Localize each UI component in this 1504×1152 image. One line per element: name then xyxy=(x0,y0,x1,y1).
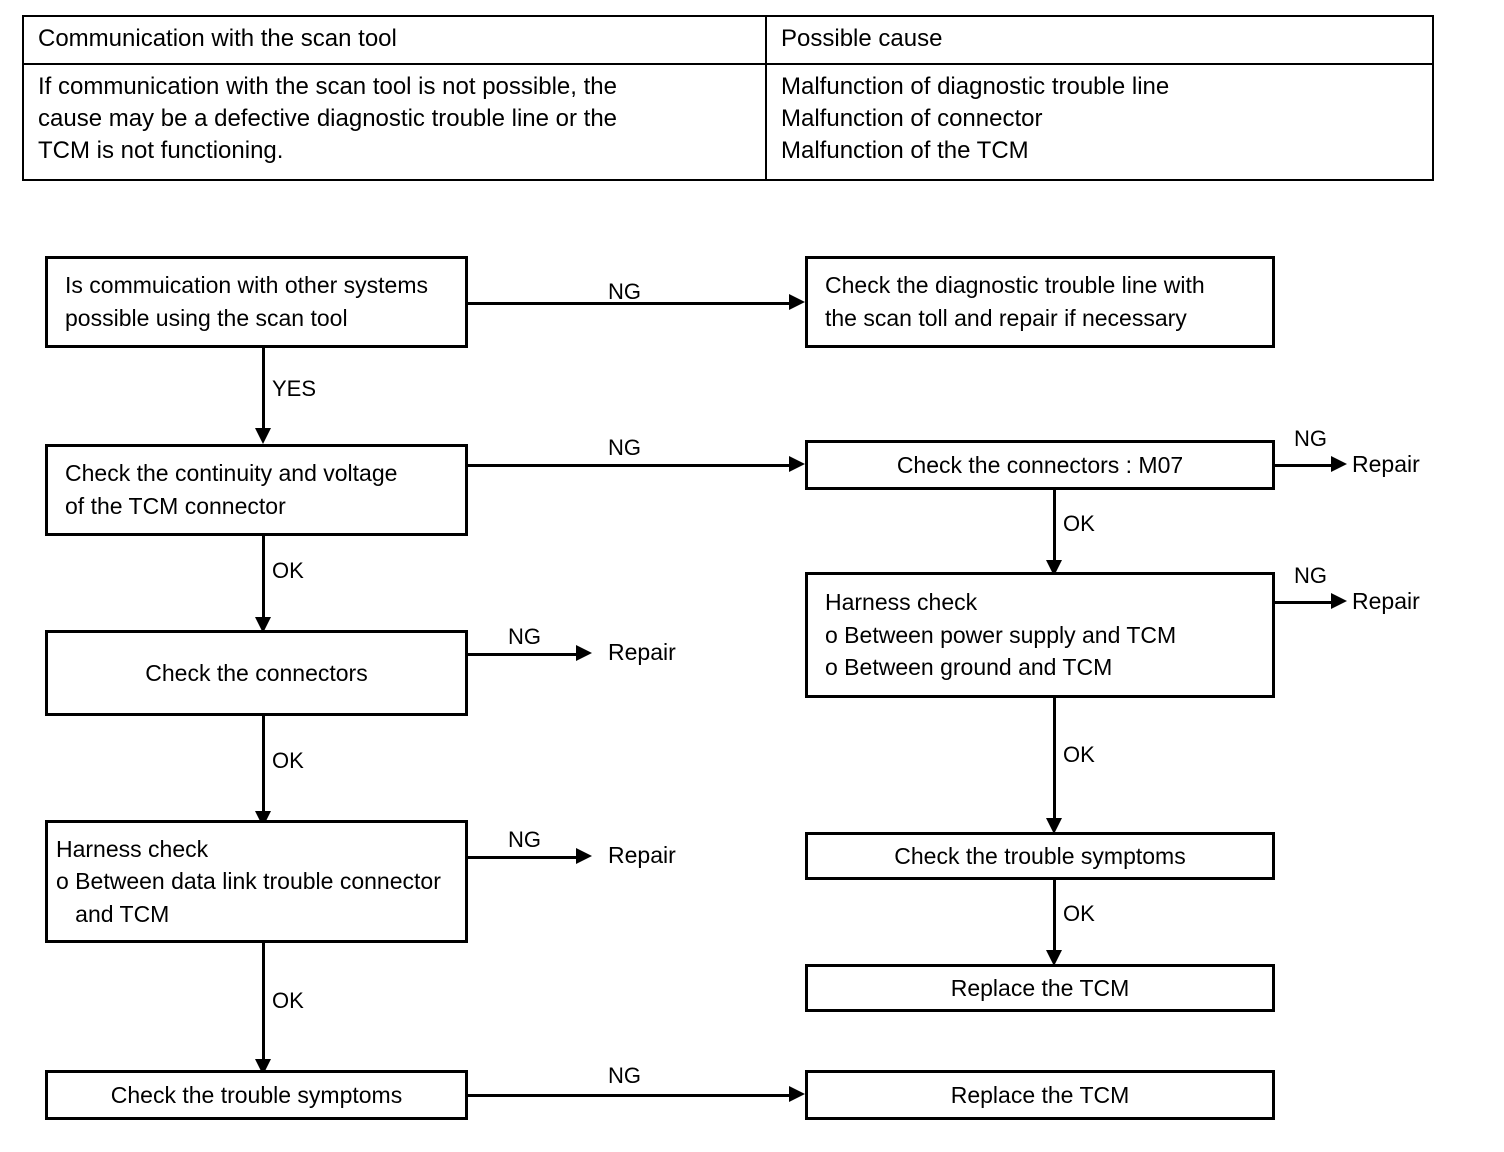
node-check-connectors: Check the connectors xyxy=(45,630,468,716)
edge-n6-to-repair-arrowhead xyxy=(1331,593,1347,609)
node-9-line-1: Replace the TCM xyxy=(950,974,1130,1001)
edge-label-n6-ng: NG xyxy=(1294,563,1327,588)
node-replace-tcm-right-upper: Replace the TCM xyxy=(805,964,1275,1012)
edge-label-n7-ok: OK xyxy=(272,988,304,1013)
node-check-trouble-symptoms-right: Check the trouble symptoms xyxy=(805,832,1275,880)
edge-n4-to-repair-line xyxy=(1275,464,1341,467)
terminal-repair-left-connectors: Repair xyxy=(608,639,676,665)
node-1-line-1: Is commuication with other systems xyxy=(65,272,429,299)
edge-n10-to-n11-arrowhead xyxy=(789,1086,805,1102)
node-check-continuity-voltage-tcm-connector: Check the continuity and voltage of the … xyxy=(45,444,468,536)
node-5-line-1: Check the connectors xyxy=(145,659,368,686)
edge-label-n10-ng: NG xyxy=(608,1063,641,1088)
edge-n5-to-n7-line xyxy=(262,716,265,815)
node-replace-tcm-bottom: Replace the TCM xyxy=(805,1070,1275,1120)
node-harness-check-data-link: Harness check o Between data link troubl… xyxy=(45,820,468,943)
edge-label-n5-ng: NG xyxy=(508,624,541,649)
symptom-cause-table: Communication with the scan tool Possibl… xyxy=(22,15,1434,181)
edge-label-n1-yes: YES xyxy=(272,376,317,401)
edge-label-n3-ng: NG xyxy=(608,435,641,460)
cause-item-2: Malfunction of connector xyxy=(781,104,1043,132)
edge-label-n3-ok: OK xyxy=(272,558,304,583)
node-3-line-2: of the TCM connector xyxy=(65,493,286,519)
edge-label-n8-ok: OK xyxy=(1063,901,1095,926)
node-2-line-1: Check the diagnostic trouble line with xyxy=(825,272,1205,299)
edge-n7-to-repair-line xyxy=(468,856,586,859)
edge-n3-to-n4-line xyxy=(468,464,789,467)
edge-n6-to-n8-arrowhead xyxy=(1046,818,1062,834)
node-1-line-2: possible using the scan tool xyxy=(65,305,348,331)
edge-n10-to-n11-line xyxy=(468,1094,789,1097)
node-2-line-2: the scan toll and repair if necessary xyxy=(825,305,1187,331)
table-body-row: If communication with the scan tool is n… xyxy=(22,62,1434,181)
edge-n5-to-repair-line xyxy=(468,653,586,656)
table-cell-symptom-description: If communication with the scan tool is n… xyxy=(22,62,767,181)
table-cell-possible-causes: Malfunction of diagnostic trouble line M… xyxy=(765,62,1434,181)
node-7-line-2: o Between data link trouble connector xyxy=(56,868,441,895)
node-6-line-3: o Between ground and TCM xyxy=(825,654,1113,681)
edge-n1-to-n3-arrowhead xyxy=(255,428,271,444)
table-header-possible-cause: Possible cause xyxy=(765,15,1434,65)
symptom-line-1: If communication with the scan tool is n… xyxy=(38,72,617,100)
symptom-line-2: cause may be a defective diagnostic trou… xyxy=(38,104,618,132)
edge-n3-to-n5-arrowhead xyxy=(255,617,271,633)
edge-n4-to-n6-line xyxy=(1053,490,1056,564)
edge-n1-to-n3-line xyxy=(262,348,265,432)
edge-n6-to-n8-line xyxy=(1053,698,1056,822)
node-check-connectors-m07: Check the connectors : M07 xyxy=(805,440,1275,490)
edge-n7-to-repair-arrowhead xyxy=(576,848,592,864)
edge-label-n7-ng: NG xyxy=(508,827,541,852)
node-6-line-2: o Between power supply and TCM xyxy=(825,621,1177,648)
node-6-line-1: Harness check xyxy=(825,589,978,616)
edge-label-n1-ng: NG xyxy=(608,279,641,304)
edge-label-n6-ok: OK xyxy=(1063,742,1095,767)
cause-item-1: Malfunction of diagnostic trouble line xyxy=(781,72,1170,100)
node-10-line-1: Check the trouble symptoms xyxy=(110,1081,403,1108)
edge-n3-to-n4-arrowhead xyxy=(789,456,805,472)
node-3-line-1: Check the continuity and voltage xyxy=(65,460,398,487)
node-check-diagnostic-trouble-line: Check the diagnostic trouble line with t… xyxy=(805,256,1275,348)
cause-item-3: Malfunction of the TCM xyxy=(781,136,1029,164)
edge-n1-to-n2-arrowhead xyxy=(789,294,805,310)
edge-n7-to-n10-line xyxy=(262,943,265,1063)
node-7-line-3: and TCM xyxy=(56,900,170,927)
edge-label-n4-ng: NG xyxy=(1294,426,1327,451)
node-harness-check-power-ground: Harness check o Between power supply and… xyxy=(805,572,1275,698)
node-11-line-1: Replace the TCM xyxy=(950,1081,1130,1108)
symptom-line-3: TCM is not functioning. xyxy=(38,136,284,164)
node-8-line-1: Check the trouble symptoms xyxy=(894,842,1186,869)
terminal-repair-right-connectors: Repair xyxy=(1352,451,1420,477)
node-check-trouble-symptoms-left: Check the trouble symptoms xyxy=(45,1070,468,1120)
edge-label-n4-ok: OK xyxy=(1063,511,1095,536)
terminal-repair-left-harness: Repair xyxy=(608,842,676,868)
edge-n6-to-repair-line xyxy=(1275,601,1341,604)
node-7-line-1: Harness check xyxy=(56,835,209,862)
terminal-repair-right-harness: Repair xyxy=(1352,588,1420,614)
node-4-line-1: Check the connectors : M07 xyxy=(896,451,1184,478)
edge-n8-to-n9-line xyxy=(1053,880,1056,954)
node-is-communication-possible: Is commuication with other systems possi… xyxy=(45,256,468,348)
edge-n4-to-repair-arrowhead xyxy=(1331,456,1347,472)
edge-n5-to-repair-arrowhead xyxy=(576,645,592,661)
edge-n8-to-n9-arrowhead xyxy=(1046,950,1062,966)
edge-n3-to-n5-line xyxy=(262,536,265,621)
table-header-row: Communication with the scan tool Possibl… xyxy=(22,15,1434,65)
table-header-communication: Communication with the scan tool xyxy=(22,15,767,65)
edge-n1-to-n2-line xyxy=(468,302,789,305)
edge-label-n5-ok: OK xyxy=(272,748,304,773)
